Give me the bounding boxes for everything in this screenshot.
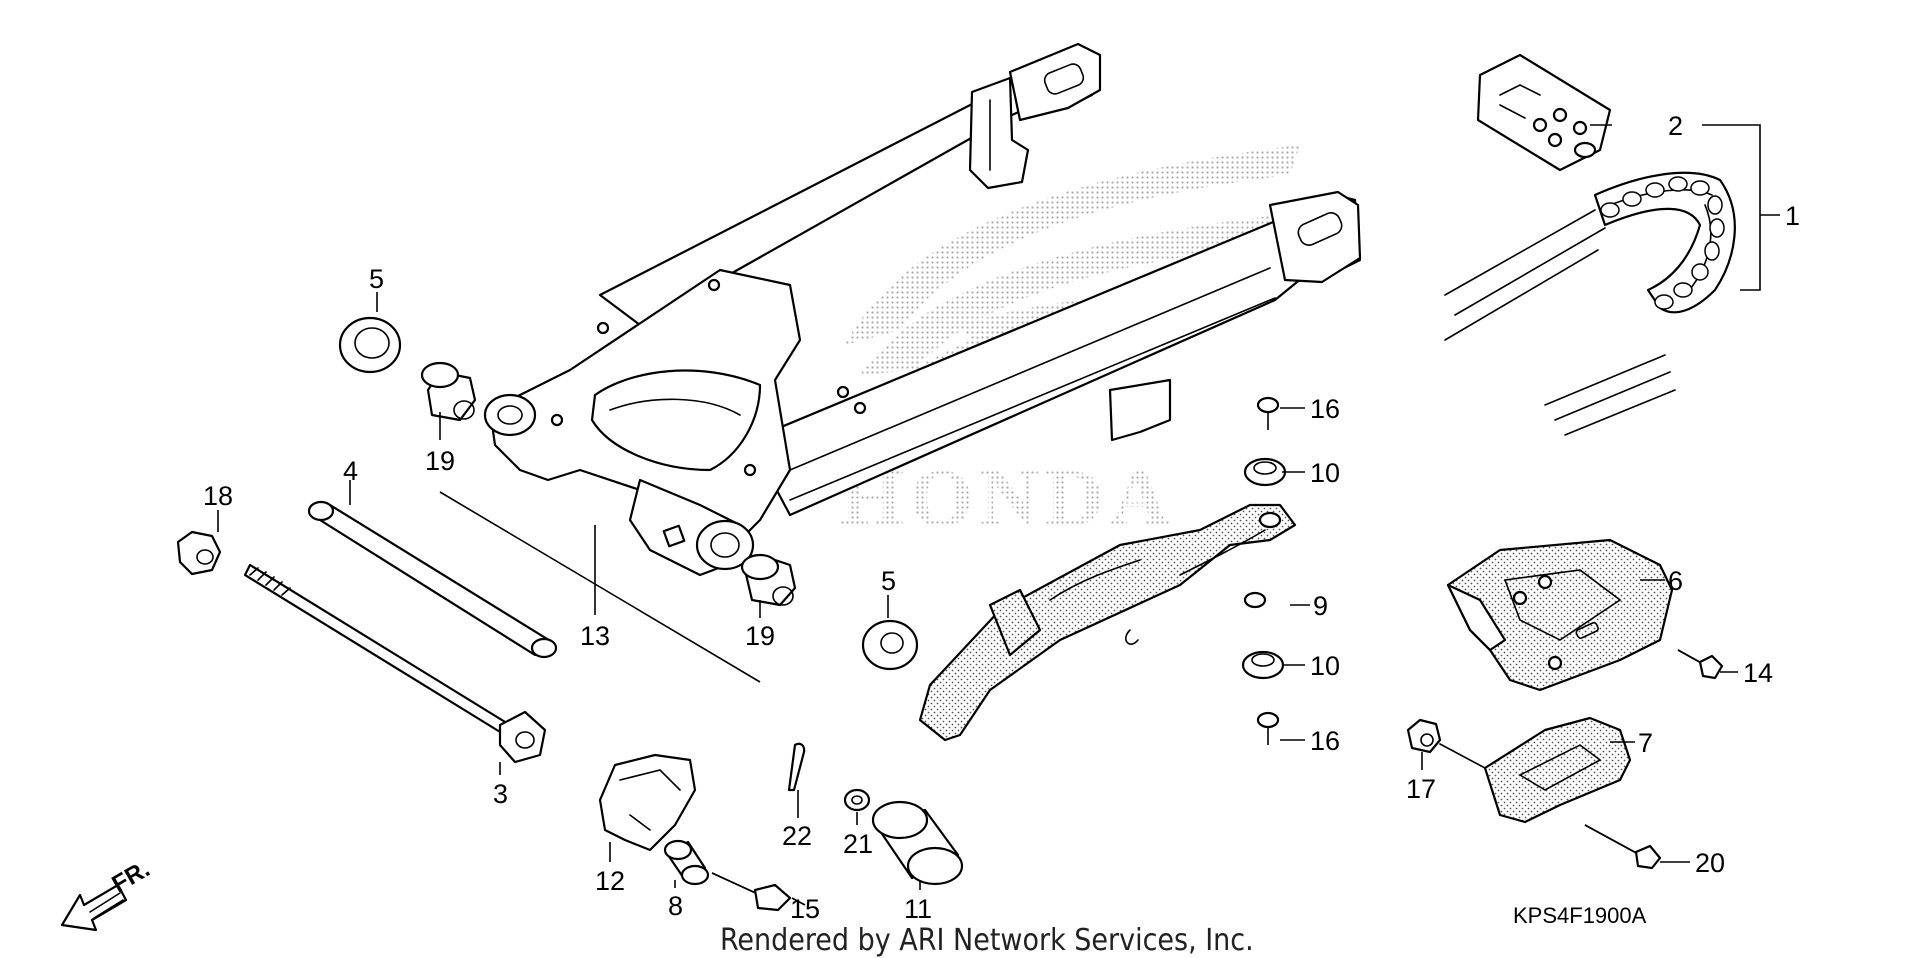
guide-slider [1439,716,1632,824]
callout-15: 15 [790,894,820,924]
collar-8 [663,839,710,886]
callout-5b: 5 [881,566,896,596]
footer-credit: Rendered by ARI Network Services, Inc. [720,923,1254,958]
diagram-code: KPS4F1900A [1513,903,1647,928]
seal-5-upper [338,316,402,374]
callout-1: 1 [1785,201,1800,231]
bearing-19-upper [420,361,477,422]
callout-13: 13 [580,621,610,651]
nut-17 [1406,718,1442,754]
washer-21 [843,788,871,812]
screw-16-upper [1256,396,1280,430]
bearing-19-lower [740,553,797,607]
spacer-12 [598,753,697,852]
callout-18: 18 [203,481,233,511]
callout-14: 14 [1743,658,1773,688]
front-direction-arrow: FR. [60,855,154,932]
callout-16a: 16 [1310,394,1340,424]
seal-5-lower [861,619,919,671]
callout-10a: 10 [1310,458,1340,488]
callout-11: 11 [904,894,932,924]
callout-7: 7 [1638,728,1653,758]
callout-10b: 10 [1310,651,1340,681]
arrow-left-icon [60,883,128,932]
callout-5a: 5 [369,264,384,294]
bolt-15 [711,872,792,912]
callout-19a: 19 [425,446,455,476]
swingarm [483,42,1362,577]
callout-19b: 19 [745,621,775,651]
bolt-20 [1584,824,1662,870]
callout-21: 21 [843,829,873,859]
cotter-pin [787,742,806,792]
chain-slider [918,503,1297,742]
leader-lines [217,124,1780,906]
callout-12: 12 [595,866,625,896]
callout-20: 20 [1695,848,1725,878]
nut-18 [176,530,222,576]
callout-4: 4 [343,456,358,486]
callout-16b: 16 [1310,726,1340,756]
grommet-10-upper [1243,457,1287,487]
pivot-collar [307,500,558,659]
callout-22: 22 [782,821,812,851]
grommet-10-lower [1241,650,1285,680]
chain-links [1600,176,1725,310]
callout-2: 2 [1668,111,1683,141]
callout-9: 9 [1313,591,1328,621]
callout-8: 8 [668,891,683,921]
bolt-14 [1677,649,1724,680]
callout-3: 3 [493,779,508,809]
pivot-bolt [243,563,547,764]
callout-6: 6 [1668,566,1683,596]
drive-chain [1444,171,1736,436]
callout-labels: 1 2 3 4 5 5 6 7 8 9 10 10 11 12 13 14 15… [203,111,1800,924]
master-link [1476,53,1612,172]
screw-16-lower [1256,711,1280,745]
chain-guide [1446,538,1674,692]
chain-roller [871,800,964,886]
callout-17: 17 [1406,774,1436,804]
